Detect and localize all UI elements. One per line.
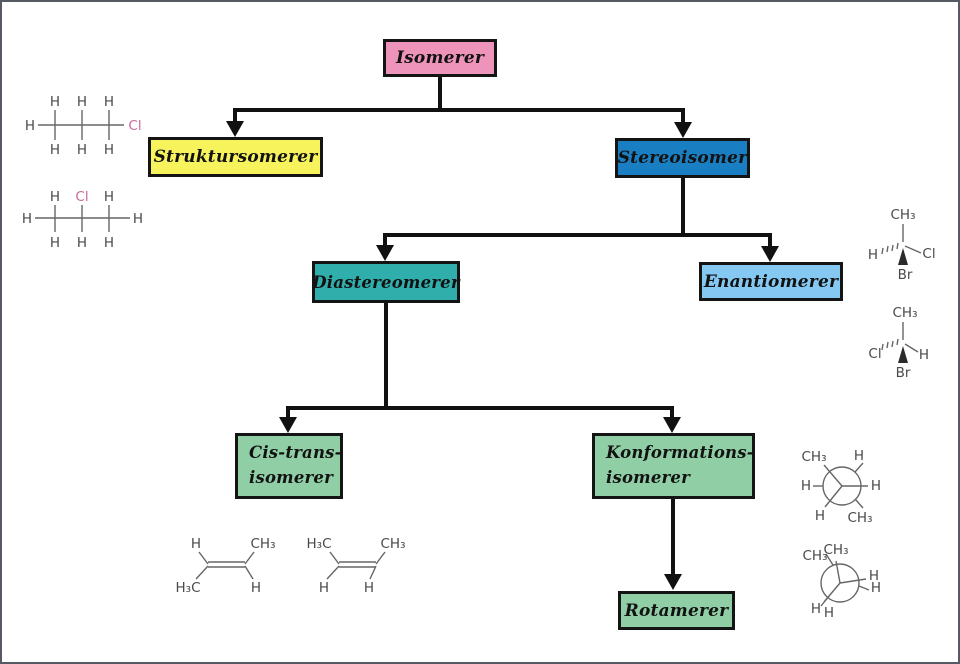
atom-label: H bbox=[868, 247, 878, 263]
atom-label: Br bbox=[898, 267, 913, 283]
atom-label: H bbox=[811, 601, 821, 617]
atom-label: H bbox=[871, 580, 881, 596]
atom-label: CH₃ bbox=[381, 536, 406, 552]
atom-label: H bbox=[133, 211, 143, 227]
node-label-rotamerer: Rotamerer bbox=[624, 600, 729, 621]
node-label-konformations-line1: Konformations- bbox=[606, 443, 754, 463]
node-label-cis-trans-line2: isomerer bbox=[249, 468, 334, 487]
atom-label: CH₃ bbox=[824, 542, 849, 558]
atom-label-cl: Cl bbox=[128, 118, 141, 134]
node-label-isomerer: Isomerer bbox=[396, 48, 484, 68]
atom-label: Cl bbox=[922, 246, 935, 262]
node-label-diastereomerer: Diastereomerer bbox=[312, 272, 460, 292]
structure-newman-staggered: CH₃ H H H H CH₃ bbox=[801, 448, 881, 526]
node-label-konformations-line2: isomerer bbox=[606, 468, 691, 487]
atom-label: H bbox=[801, 478, 811, 494]
atom-label: Cl bbox=[868, 346, 881, 362]
atom-label: CH₃ bbox=[803, 548, 828, 564]
flowchart-node-isomerer: Isomerer bbox=[383, 39, 497, 77]
atom-label: H bbox=[854, 448, 864, 464]
arrowhead-down-icon bbox=[674, 122, 692, 138]
atom-label: H bbox=[50, 142, 60, 158]
atom-label: CH₃ bbox=[891, 207, 916, 223]
flowchart-node-diastereomerer: Diastereomerer bbox=[312, 261, 460, 303]
atom-label: H bbox=[919, 347, 929, 363]
wedge-bond bbox=[898, 248, 908, 265]
atom-label: H bbox=[77, 142, 87, 158]
atom-label: H bbox=[815, 508, 825, 524]
atom-label: H bbox=[104, 235, 114, 251]
atom-label: H bbox=[77, 94, 87, 110]
node-label-enantiomerer: Enantiomerer bbox=[703, 271, 839, 292]
wedge-bond bbox=[898, 346, 908, 363]
flowchart-node-rotamerer: Rotamerer bbox=[618, 591, 735, 630]
atom-label: H bbox=[104, 189, 114, 205]
atom-label: H₃C bbox=[307, 536, 332, 552]
atom-label: H bbox=[191, 536, 201, 552]
atom-label: H bbox=[25, 118, 35, 134]
atom-label: H bbox=[871, 478, 881, 494]
atom-label: H bbox=[50, 189, 60, 205]
structure-2-chloropropane: H Cl H H H H H H bbox=[22, 189, 143, 251]
flowchart-node-cis-trans-isomerer: Cis-trans- isomerer bbox=[235, 433, 343, 499]
flowchart-node-struktursomerer: Struktursomerer bbox=[148, 137, 323, 177]
atom-label: H bbox=[50, 235, 60, 251]
flowchart-node-stereoisomer: Stereoisomer bbox=[615, 138, 750, 178]
arrowhead-down-icon bbox=[663, 417, 681, 433]
atom-label-cl: Cl bbox=[75, 189, 88, 205]
arrowhead-down-icon bbox=[761, 246, 779, 262]
atom-label: H bbox=[104, 94, 114, 110]
node-label-cis-trans-line1: Cis-trans- bbox=[249, 443, 342, 463]
atom-label: H bbox=[77, 235, 87, 251]
atom-label: CH₃ bbox=[848, 510, 873, 526]
atom-label: H bbox=[50, 94, 60, 110]
atom-label: H₃C bbox=[176, 580, 201, 596]
atom-label: H bbox=[869, 568, 879, 584]
atom-label: Br bbox=[896, 365, 911, 381]
atom-label: H bbox=[251, 580, 261, 596]
node-label-stereoisomer: Stereoisomer bbox=[617, 148, 748, 168]
node-label-struktursomerer: Struktursomerer bbox=[153, 147, 318, 167]
structure-enantiomer-a: CH₃ H Cl Br bbox=[868, 207, 936, 283]
structure-newman-eclipsed: CH₃ CH₃ H H H H bbox=[803, 542, 882, 621]
structure-trans-butene: H CH₃ H₃C H bbox=[176, 536, 276, 596]
atom-label: H bbox=[104, 142, 114, 158]
atom-label: CH₃ bbox=[802, 449, 827, 465]
structure-enantiomer-b: CH₃ Cl H Br bbox=[868, 305, 929, 381]
atom-label: CH₃ bbox=[893, 305, 918, 321]
arrowhead-down-icon bbox=[664, 574, 682, 590]
arrowhead-down-icon bbox=[376, 245, 394, 261]
structure-1-chloropropane: H H H H H H H Cl bbox=[25, 94, 142, 158]
connector-lines bbox=[226, 77, 779, 590]
flowchart-node-enantiomerer: Enantiomerer bbox=[699, 262, 843, 301]
structure-cis-butene: H₃C CH₃ H H bbox=[307, 536, 406, 596]
flowchart-node-konformations-isomerer: Konformations- isomerer bbox=[592, 433, 755, 499]
atom-label: CH₃ bbox=[251, 536, 276, 552]
arrowhead-down-icon bbox=[226, 121, 244, 137]
arrowhead-down-icon bbox=[279, 417, 297, 433]
atom-label: H bbox=[824, 605, 834, 621]
atom-label: H bbox=[319, 580, 329, 596]
atom-label: H bbox=[364, 580, 374, 596]
atom-label: H bbox=[22, 211, 32, 227]
